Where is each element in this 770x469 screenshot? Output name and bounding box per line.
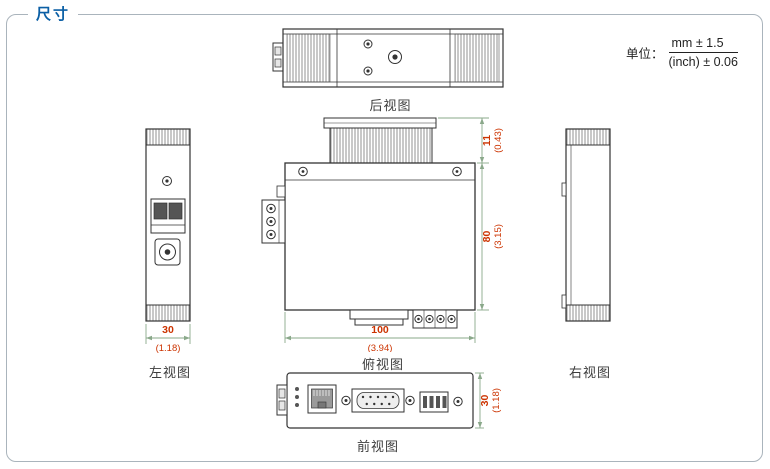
right-body bbox=[565, 128, 611, 322]
front-terminal-stub bbox=[276, 384, 288, 416]
unit-note: 单位： mm ± 1.5 (inch) ± 0.06 bbox=[626, 36, 738, 69]
left-vent-top bbox=[145, 128, 191, 146]
db9-serial-port bbox=[341, 388, 415, 413]
db9-edge bbox=[349, 309, 409, 326]
left-view-label: 左视图 bbox=[148, 365, 191, 380]
unit-inch-tolerance: (inch) ± 0.06 bbox=[668, 55, 738, 69]
left-width-dimension: 30 (1.18) bbox=[145, 324, 191, 354]
unit-mm-tolerance: mm ± 1.5 bbox=[668, 36, 738, 53]
right-edge-stub-upper bbox=[561, 182, 567, 197]
front-height-inch: (1.18) bbox=[491, 388, 502, 413]
reset-button bbox=[453, 396, 463, 407]
top-view-drawing: 11 (0.43) 80 (3.15) 100 (3.94) bbox=[261, 117, 504, 352]
top-height-mm: 80 bbox=[481, 231, 493, 243]
grounding-screw bbox=[162, 176, 172, 186]
top-body bbox=[284, 162, 476, 311]
rear-terminal-stub bbox=[272, 42, 284, 72]
top-clip-inch: (0.43) bbox=[493, 128, 504, 153]
rear-view-label: 后视图 bbox=[369, 98, 412, 113]
rj45-port bbox=[307, 384, 337, 414]
din-rail-clip bbox=[323, 117, 437, 164]
top-view: 11 (0.43) 80 (3.15) 100 (3.94) 俯视图 bbox=[258, 112, 508, 373]
left-view: 30 (1.18) 左视图 bbox=[140, 125, 200, 381]
rear-view: 后视图 bbox=[265, 25, 510, 114]
terminal-block-bottom bbox=[412, 309, 458, 329]
body-height-dimension: 80 (3.15) bbox=[477, 163, 504, 311]
page-title: 尺寸 bbox=[28, 3, 79, 24]
clip-height-dimension: 11 (0.43) bbox=[438, 117, 504, 164]
body-width-dimension: 100 (3.94) bbox=[284, 312, 476, 352]
right-view-drawing bbox=[561, 128, 611, 322]
section-frame bbox=[6, 14, 763, 462]
rear-vent-right bbox=[454, 33, 500, 83]
left-view-drawing: 30 (1.18) bbox=[145, 128, 191, 354]
front-height-mm: 30 bbox=[479, 395, 491, 407]
front-view-label: 前视图 bbox=[356, 439, 399, 454]
top-width-inch: (3.94) bbox=[368, 343, 393, 352]
right-edge-stub-lower bbox=[561, 294, 567, 309]
side-connector-stub bbox=[276, 185, 286, 198]
rear-vent-left bbox=[286, 33, 331, 83]
right-view-label: 右视图 bbox=[568, 365, 611, 380]
rear-screw-holes bbox=[363, 39, 402, 76]
led-indicators bbox=[295, 387, 299, 407]
terminal-block-side bbox=[261, 199, 286, 244]
top-width-mm: 100 bbox=[371, 324, 389, 336]
unit-prefix: 单位： bbox=[626, 47, 664, 61]
right-vent-top bbox=[565, 128, 611, 146]
top-view-label: 俯视图 bbox=[361, 357, 404, 372]
top-clip-mm: 11 bbox=[481, 135, 493, 146]
unit-fraction: mm ± 1.5 (inch) ± 0.06 bbox=[668, 36, 738, 69]
top-height-inch: (3.15) bbox=[493, 224, 504, 249]
front-view: 30 (1.18) 前视图 bbox=[270, 368, 510, 455]
front-view-drawing: 30 (1.18) bbox=[276, 372, 502, 429]
rear-view-drawing bbox=[272, 28, 504, 88]
fiber-connector bbox=[150, 198, 186, 234]
power-jack bbox=[154, 238, 181, 266]
left-width-mm: 30 bbox=[162, 324, 174, 336]
left-vent-bottom bbox=[145, 304, 191, 322]
right-view: 右视图 bbox=[560, 125, 620, 381]
right-vent-bottom bbox=[565, 304, 611, 322]
left-width-inch: (1.18) bbox=[156, 343, 181, 354]
panel-screws bbox=[298, 166, 462, 177]
front-height-dimension: 30 (1.18) bbox=[475, 372, 502, 429]
dip-switch-block bbox=[419, 391, 449, 413]
